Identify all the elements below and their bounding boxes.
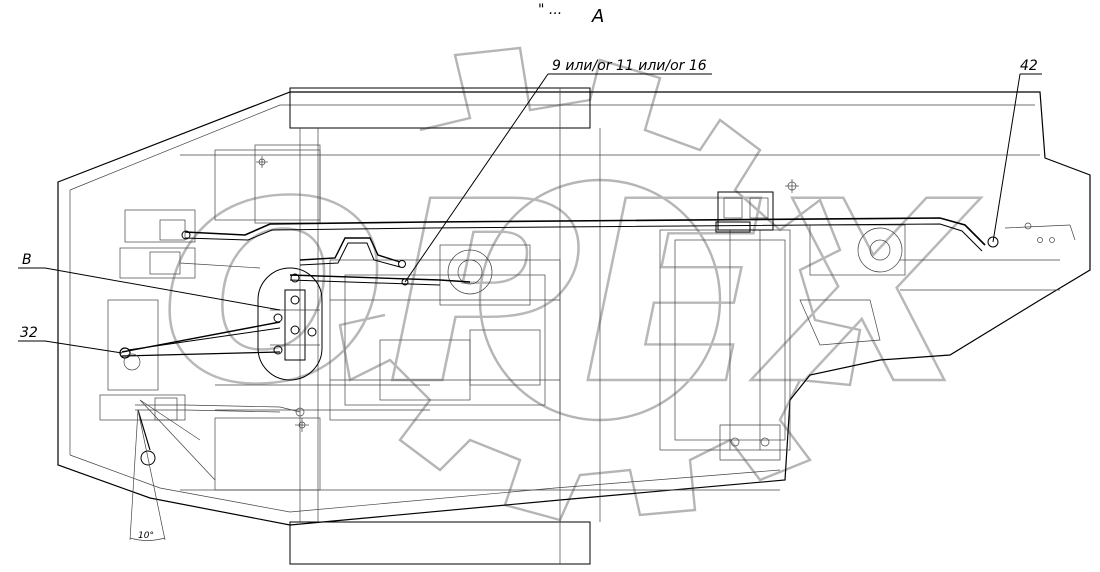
detail-b-enclosure: [257, 267, 323, 381]
rear-mechanism: [659, 179, 1060, 461]
callout-part-32: 32: [20, 325, 38, 341]
watermark-text: OPEX: [159, 147, 982, 440]
callout-detail-b: B: [22, 252, 32, 268]
vehicle-outline: [57, 91, 1091, 526]
labels: " ... A 9 или/or 11 или/or 16 42 B 32 10…: [20, 2, 1038, 541]
callout-part-42: 42: [1020, 58, 1038, 74]
hand-lever: [129, 399, 216, 541]
main-control-cable: [181, 217, 1076, 252]
cranked-rod: [299, 237, 406, 268]
callout-part-9-11-16: 9 или/or 11 или/or 16: [552, 58, 707, 74]
left-mounts: [149, 156, 268, 421]
view-marks: " ...: [538, 2, 562, 18]
leader-lines: [18, 73, 1042, 354]
view-label-a: A: [591, 6, 604, 27]
lower-cable: [135, 404, 309, 432]
rod-9-11-16: [289, 273, 471, 286]
engine-block: [329, 244, 561, 421]
svg-text:OPEX: OPEX: [160, 148, 981, 439]
angle-dimension: 10°: [138, 531, 154, 541]
